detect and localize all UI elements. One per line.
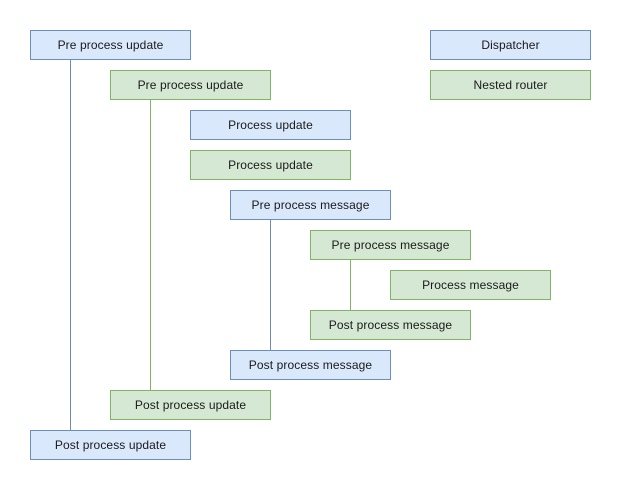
- node-label: Post process message: [328, 318, 453, 332]
- connector-n2-to-n10: [150, 100, 151, 390]
- node-process-update-dispatcher[interactable]: Process update: [190, 110, 351, 140]
- node-label: Post process update: [134, 398, 247, 412]
- node-label: Process update: [228, 118, 313, 132]
- connector-n6-to-n8: [350, 260, 351, 310]
- node-label: Pre process update: [57, 38, 164, 52]
- legend-item-label: Dispatcher: [481, 38, 540, 52]
- node-label: Pre process update: [137, 78, 244, 92]
- connector-n5-to-n9: [270, 220, 271, 350]
- node-pre-process-update-dispatcher[interactable]: Pre process update: [30, 30, 191, 60]
- legend-item-nested-router[interactable]: Nested router: [430, 70, 591, 100]
- node-label: Process update: [228, 158, 313, 172]
- node-label: Process message: [422, 278, 519, 292]
- node-label: Post process message: [248, 358, 373, 372]
- legend-item-dispatcher[interactable]: Dispatcher: [430, 30, 591, 60]
- node-label: Pre process message: [331, 238, 450, 252]
- node-process-update-nested-router[interactable]: Process update: [190, 150, 351, 180]
- connector-n1-to-n11: [70, 60, 71, 430]
- node-label: Pre process message: [251, 198, 370, 212]
- node-pre-process-message-dispatcher[interactable]: Pre process message: [230, 190, 391, 220]
- node-pre-process-message-nested-router[interactable]: Pre process message: [310, 230, 471, 260]
- node-pre-process-update-nested-router[interactable]: Pre process update: [110, 70, 271, 100]
- node-post-process-message-nested-router[interactable]: Post process message: [310, 310, 471, 340]
- node-post-process-update-nested-router[interactable]: Post process update: [110, 390, 271, 420]
- node-label: Post process update: [54, 438, 167, 452]
- node-post-process-message-dispatcher[interactable]: Post process message: [230, 350, 391, 380]
- node-post-process-update-dispatcher[interactable]: Post process update: [30, 430, 191, 460]
- node-process-message-nested-router[interactable]: Process message: [390, 270, 551, 300]
- legend-item-label: Nested router: [473, 78, 548, 92]
